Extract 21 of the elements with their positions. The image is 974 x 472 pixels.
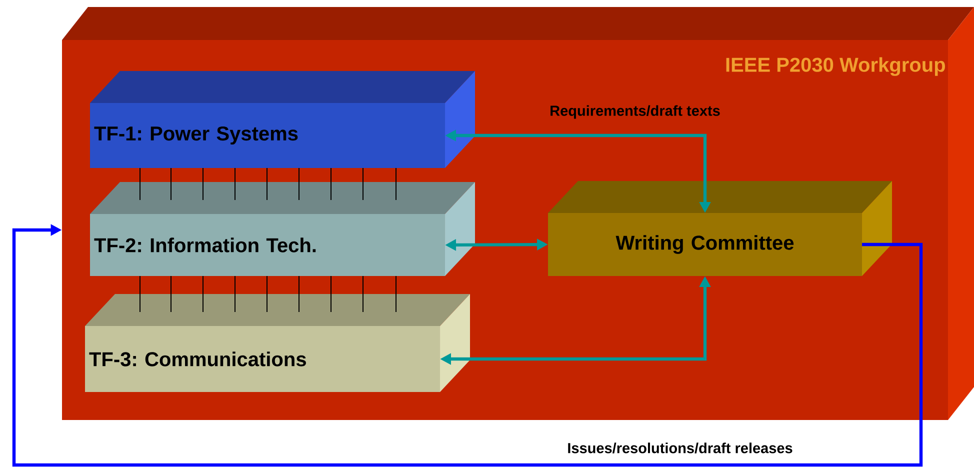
tick-line — [298, 168, 300, 200]
task-force-block: TF-1: Power Systems — [90, 71, 475, 168]
edge-label: Requirements/draft texts — [550, 105, 720, 119]
tick-line — [202, 276, 204, 312]
tick-line — [330, 276, 332, 312]
task-force-block: TF-3: Communications — [85, 294, 470, 392]
tick-line — [298, 276, 300, 312]
tick-line — [362, 276, 364, 312]
tick-line — [362, 168, 364, 200]
tick-line — [170, 276, 172, 312]
tick-line — [234, 168, 236, 200]
tick-line — [170, 168, 172, 200]
task-force-block: TF-2: Information Tech. — [90, 182, 475, 276]
edge-label: Issues/resolutions/draft releases — [568, 442, 792, 454]
feedback-arrow — [12, 224, 923, 467]
committee-block: Writing Committee — [548, 181, 892, 276]
tick-line — [330, 168, 332, 200]
tick-line — [234, 276, 236, 312]
tick-line — [266, 168, 268, 200]
tick-line — [202, 168, 204, 200]
tick-line — [266, 276, 268, 312]
